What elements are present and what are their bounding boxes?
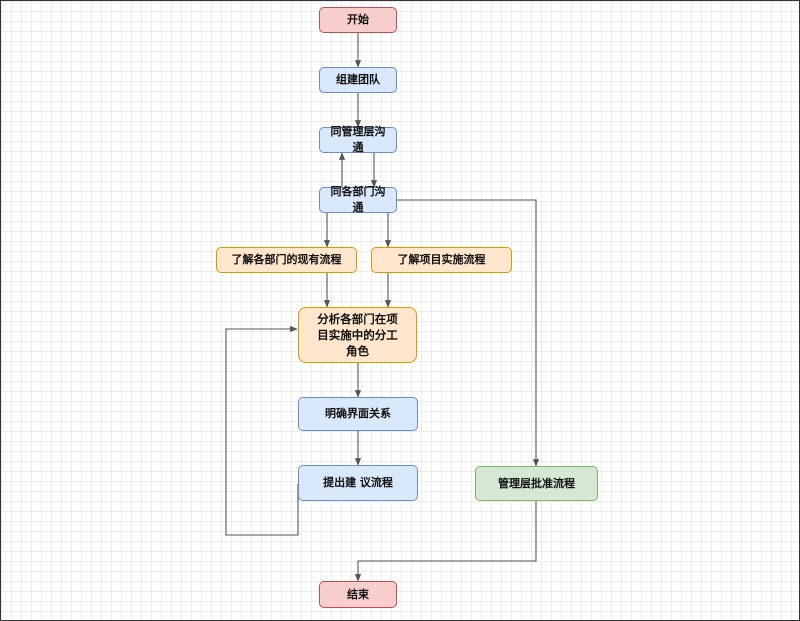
node-department-communication[interactable]: 同各部门沟通 xyxy=(319,185,397,214)
node-build-team[interactable]: 组建团队 xyxy=(319,67,397,93)
node-start[interactable]: 开始 xyxy=(319,7,397,33)
node-propose-process[interactable]: 提出建 议流程 xyxy=(298,465,418,501)
node-analyze-department-roles[interactable]: 分析各部门在项目实施中的分工角色 xyxy=(298,307,417,363)
node-management-approval[interactable]: 管理层批准流程 xyxy=(475,466,598,501)
node-understand-current-process[interactable]: 了解各部门的现有流程 xyxy=(216,247,357,273)
edge-propose-loop-to-analyze xyxy=(225,325,299,536)
node-clarify-interface-relations[interactable]: 明确界面关系 xyxy=(298,397,418,431)
node-management-communication[interactable]: 同管理层沟通 xyxy=(319,125,397,154)
node-end[interactable]: 结束 xyxy=(319,581,397,608)
edge-approval-to-end xyxy=(354,501,537,582)
node-understand-project-process[interactable]: 了解项目实施流程 xyxy=(371,247,512,273)
edge-dept-to-approval xyxy=(397,199,540,467)
